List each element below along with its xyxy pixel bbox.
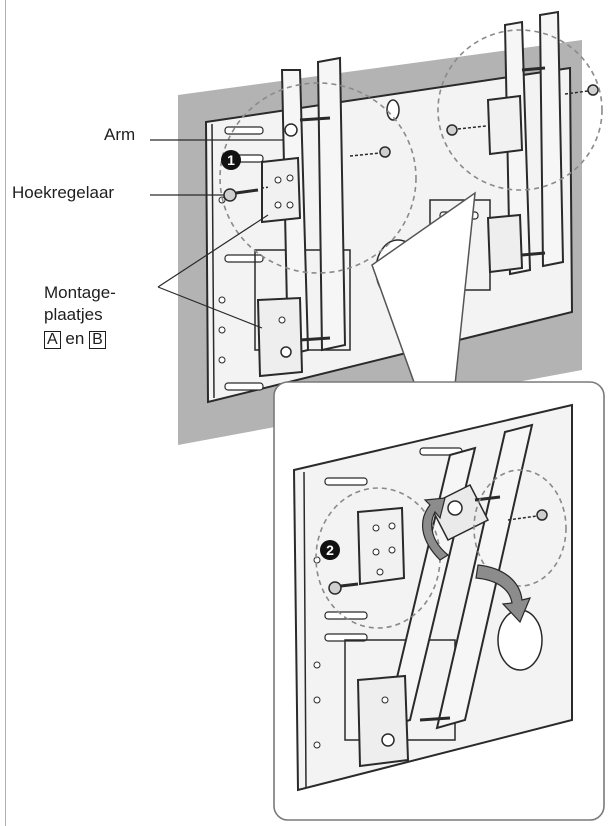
- mounting-plates-label-line1: Montage-: [44, 283, 116, 302]
- left-arm-top: [223, 56, 347, 378]
- plate-b-box: B: [89, 331, 106, 349]
- mounting-plates-ab: A en B: [44, 328, 106, 350]
- angle-adjuster-label: Hoekregelaar: [12, 183, 115, 202]
- connector-text: en: [65, 329, 85, 348]
- leader-plate-a: [157, 214, 269, 288]
- step-2-number: 2: [326, 542, 334, 558]
- step-1-badge: [221, 150, 241, 170]
- mounting-plates-label-line2: plaatjes: [44, 305, 103, 324]
- step-1-number: 1: [227, 152, 235, 168]
- plate-a-box: A: [44, 331, 61, 349]
- frame-border: [5, 0, 6, 826]
- right-arm-top: [349, 10, 599, 276]
- tilt-arrow-down: [475, 564, 532, 624]
- callout-circle-right: [437, 29, 603, 191]
- detail-callout-circle-right: [473, 469, 567, 587]
- leader-plate-b: [157, 286, 263, 329]
- tilt-arrow-up: [422, 497, 450, 561]
- callout-circle-left: [219, 82, 417, 274]
- step-2-badge: [320, 540, 340, 560]
- arm-label: Arm: [104, 125, 136, 144]
